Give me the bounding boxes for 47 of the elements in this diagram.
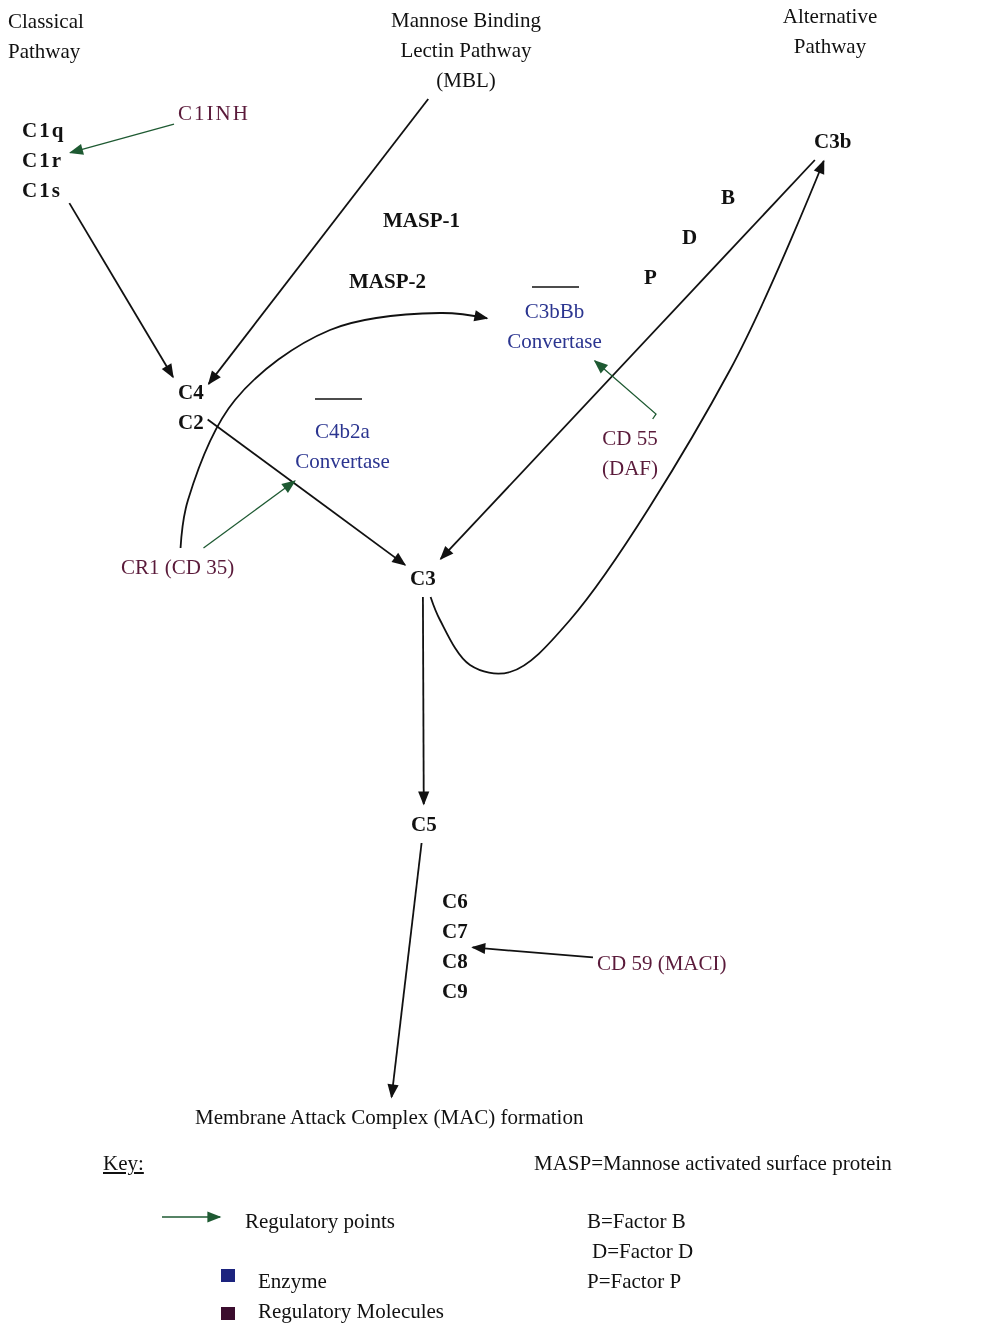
arrow [387, 842, 423, 1099]
legend-label: Regulatory Molecules [258, 1298, 445, 1325]
legend-label: Regulatory points [245, 1208, 395, 1235]
protein-label: C6 [442, 888, 468, 915]
protein-label: C3 [410, 565, 436, 592]
enzyme-label: C3bBb Convertase [506, 298, 603, 355]
abbreviation-note: B=Factor B [587, 1208, 686, 1235]
arrow [429, 159, 825, 675]
arrow [439, 159, 816, 560]
regulation-arrow [202, 480, 296, 549]
protein-label: C1s [22, 177, 63, 204]
protein-label: C4 [178, 379, 204, 406]
factor-letter: D [682, 224, 698, 251]
enzyme-name: MASP-2 [349, 268, 426, 295]
legend-label: Enzyme [258, 1268, 327, 1295]
abbreviation-note: P=Factor P [587, 1268, 682, 1295]
regulator-label: CD 59 (MACI) [597, 950, 727, 977]
protein-label: C9 [442, 978, 468, 1005]
regulation-arrow [593, 360, 657, 420]
pathway-heading: Mannose Binding Lectin Pathway (MBL) [390, 7, 542, 94]
abbreviation-note: D=Factor D [592, 1238, 694, 1265]
protein-label: C7 [442, 918, 468, 945]
protein-label: C5 [411, 811, 437, 838]
arrow [68, 202, 174, 379]
arrow [206, 418, 407, 566]
protein-label: C3b [814, 128, 852, 155]
pathway-heading: Classical Pathway [8, 8, 85, 65]
factor-letter: P [644, 264, 657, 291]
enzyme-name: MASP-1 [383, 207, 460, 234]
arrow [179, 310, 489, 549]
outcome-label: Membrane Attack Complex (MAC) formation [195, 1104, 584, 1131]
arrow [471, 942, 594, 959]
factor-letter: B [721, 184, 735, 211]
protein-label: C8 [442, 948, 468, 975]
key-heading: Key: [103, 1150, 144, 1177]
protein-label: C1r [22, 147, 64, 174]
pathway-heading: Alternative Pathway [781, 3, 879, 60]
protein-label: C2 [178, 409, 204, 436]
abbreviation-note: MASP=Mannose activated surface protein [534, 1150, 892, 1177]
arrow [207, 98, 430, 385]
regulator-label: CD 55 (DAF) [601, 425, 659, 482]
regulator-label: CR1 (CD 35) [121, 554, 235, 581]
protein-label: C1q [22, 117, 66, 144]
inhibitor-label: C1INH [178, 100, 250, 127]
arrow [418, 596, 430, 806]
enzyme-label: C4b2a Convertase [294, 418, 391, 475]
regulation-arrow [69, 123, 175, 155]
